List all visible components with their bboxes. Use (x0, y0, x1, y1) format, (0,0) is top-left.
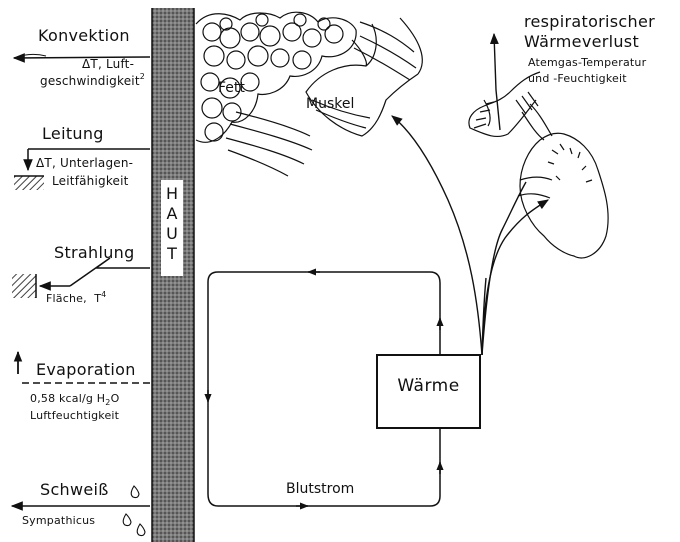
evaporation-title: Evaporation (36, 360, 136, 379)
haut-letter-a: A (163, 204, 181, 224)
schweiss-title: Schweiß (40, 480, 109, 499)
strahlung-flaeche: Fläche, (46, 292, 87, 305)
respiratory-sub-1: Atemgas-Temperatur (528, 56, 646, 69)
konvektion-line1: ΔT, Luft- (82, 57, 134, 71)
muskel-label: Muskel (306, 96, 354, 112)
respiratory-sub-2: und -Feuchtigkeit (528, 72, 627, 85)
sweat-drop-icon (137, 524, 145, 536)
blutstrom-label: Blutstrom (286, 481, 354, 497)
haut-letter-t: T (163, 244, 181, 264)
konvektion-exponent: 2 (140, 72, 145, 81)
skin-column (152, 8, 194, 542)
sweat-drop-icon (131, 486, 139, 498)
konvektion-line2-text: geschwindigkeit (40, 74, 140, 88)
fett-label: Fett (218, 80, 245, 96)
evaporation-kcal: 0,58 kcal/g H (30, 392, 105, 405)
leitung-line2: Leitfähigkeit (52, 174, 129, 188)
evaporation-line2: Luftfeuchtigkeit (30, 409, 119, 422)
haut-letter-u: U (163, 224, 181, 244)
lung-illustration (469, 72, 608, 258)
leitung-title: Leitung (42, 124, 104, 143)
respiratory-title-1: respiratorischer (524, 12, 655, 31)
haut-letter-h: H (163, 184, 181, 204)
haut-label: H A U T (163, 184, 181, 264)
konvektion-title: Konvektion (38, 26, 130, 45)
evaporation-o: O (111, 392, 120, 405)
strahlung-exponent: 4 (101, 290, 106, 299)
strahlung-title: Strahlung (54, 243, 135, 262)
sweat-drop-icon (123, 514, 131, 526)
leitung-line1: ΔT, Unterlagen- (36, 156, 133, 170)
waerme-label: Wärme (377, 376, 480, 396)
konvektion-line2: geschwindigkeit2 (40, 74, 145, 88)
strahlung-line1: Fläche, T4 (46, 292, 106, 305)
respiratory-title-2: Wärmeverlust (524, 32, 639, 51)
schweiss-line1: Sympathicus (22, 514, 95, 527)
evaporation-line1: 0,58 kcal/g H2O (30, 392, 119, 407)
